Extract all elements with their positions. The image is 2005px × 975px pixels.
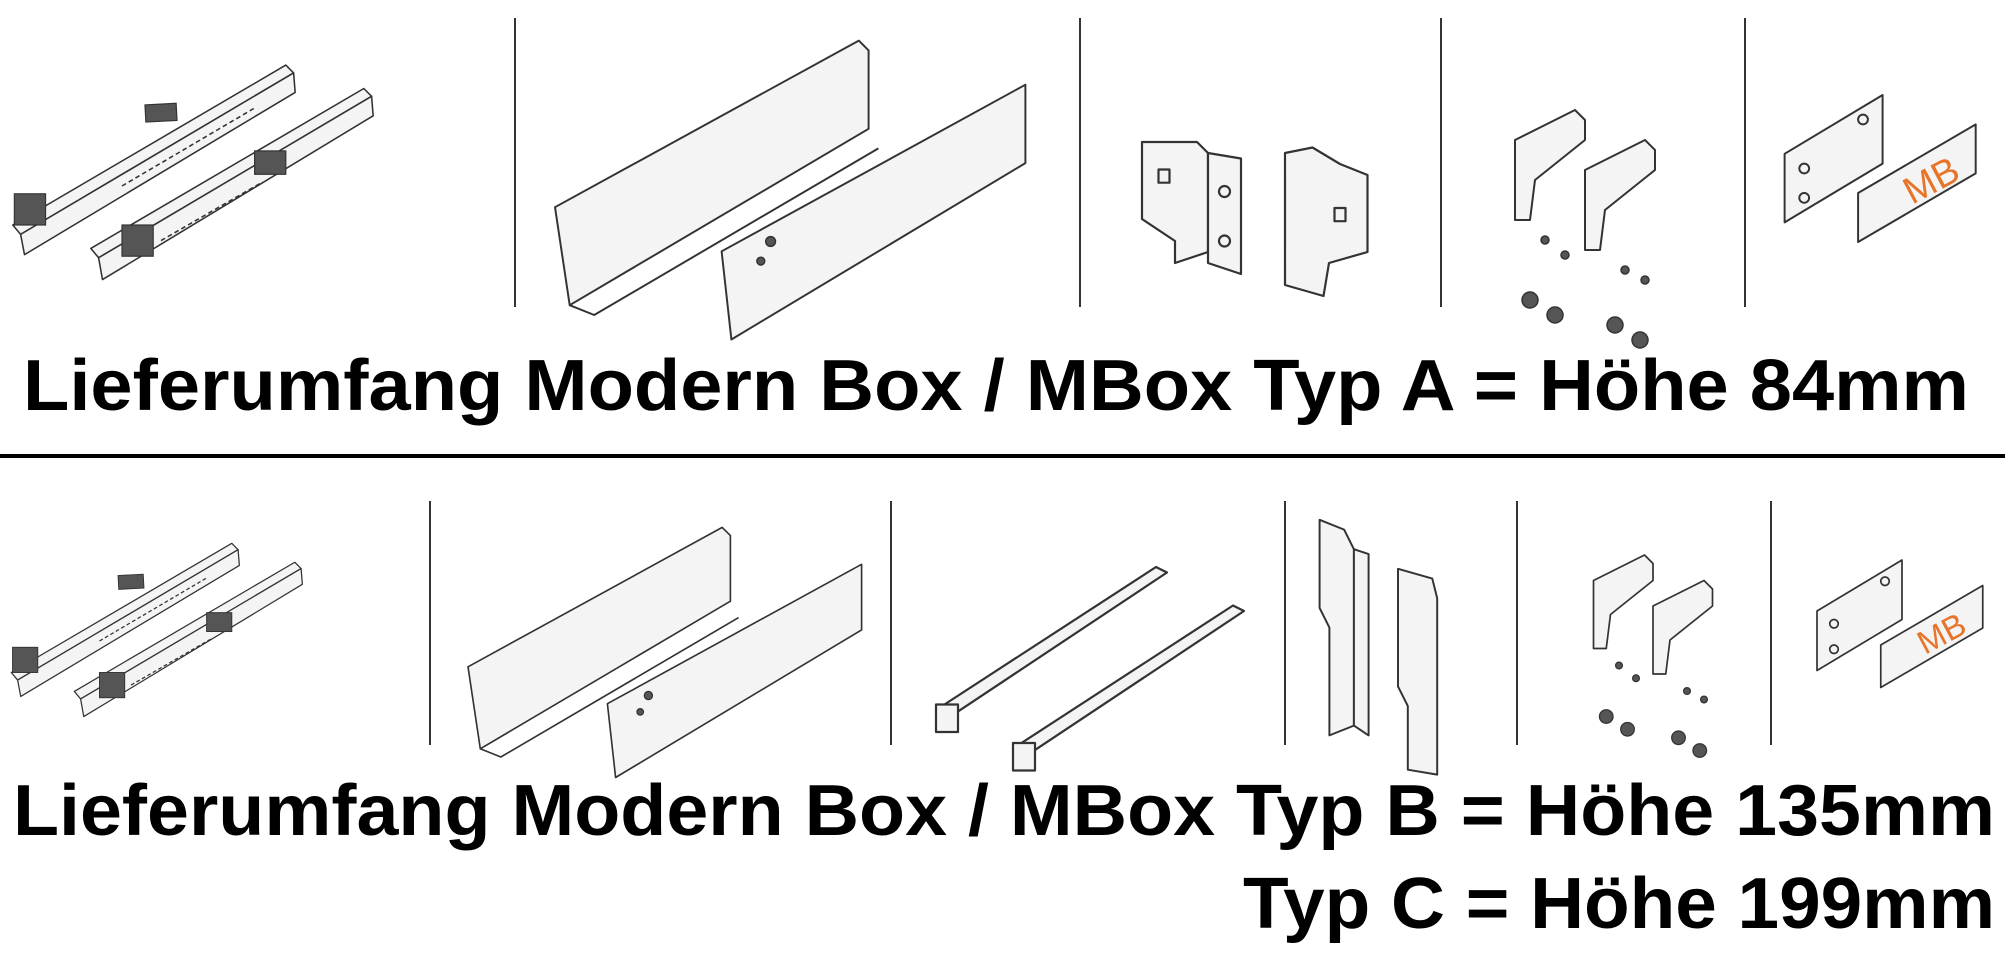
illustration-caps-b: MB	[1816, 559, 1984, 689]
illustration-drawer-runners-a	[12, 64, 374, 281]
illustration-fixings-b	[1592, 554, 1714, 759]
illustration-gallery-rails-b	[934, 565, 1246, 772]
section-b-subtitle: Typ C = Höhe 199mm	[1243, 864, 1995, 944]
illustration-rear-brackets-a	[1140, 140, 1369, 298]
illustration-drawer-runners-b	[10, 542, 303, 718]
illustration-drawer-sides-b	[467, 526, 863, 779]
illustration-fixings-a	[1514, 109, 1656, 349]
illustration-rear-brackets-b	[1318, 518, 1439, 776]
section-a-title: Lieferumfang Modern Box / MBox Typ A = H…	[23, 346, 1969, 426]
illustration-caps-a: MB	[1783, 94, 1977, 243]
illustration-drawer-sides-a	[554, 39, 1027, 341]
section-b-title: Lieferumfang Modern Box / MBox Typ B = H…	[13, 771, 1995, 851]
